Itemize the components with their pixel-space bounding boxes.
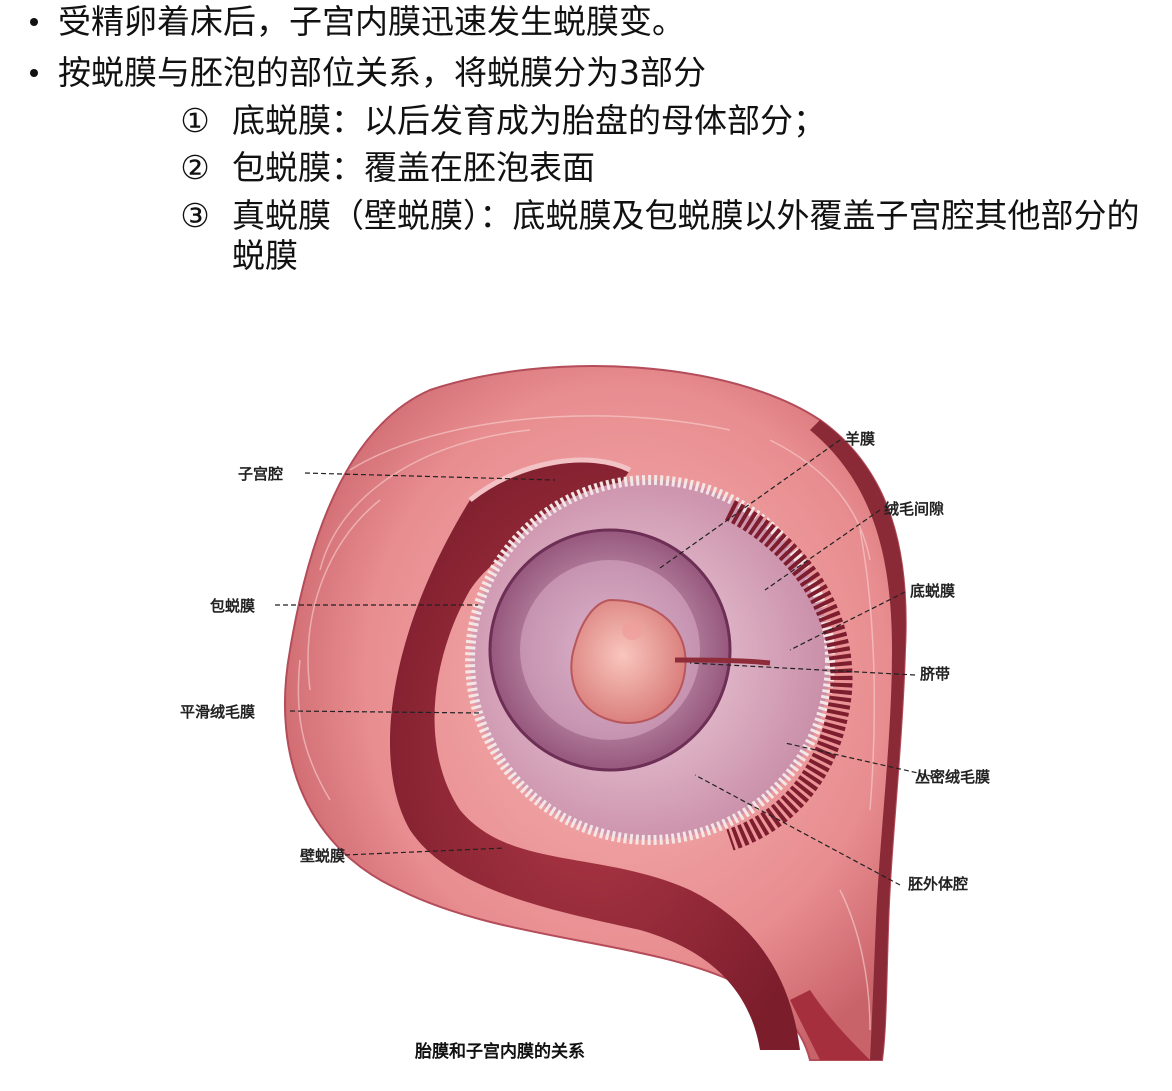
cervical-canal [790, 990, 870, 1060]
cavity-lining [468, 457, 632, 502]
circled-number: ① [180, 101, 210, 140]
leader-line [689, 662, 916, 676]
leader-line [344, 847, 506, 856]
bullet-text: 按蜕膜与胚泡的部位关系，将蜕膜分为3部分 [58, 53, 706, 92]
leader-line [789, 591, 906, 651]
bullet-dot [30, 18, 38, 26]
wall-rim [810, 420, 906, 1060]
embryo [570, 598, 687, 724]
label-extraembryonic-coelom: 胚外体腔 [908, 875, 968, 893]
bullet-dot [30, 69, 38, 77]
leader-line [784, 742, 941, 779]
bullet-text: 受精卵着床后，子宫内膜迅速发生蜕膜变。 [58, 2, 685, 41]
sub-item-text: 真蜕膜（壁蜕膜）：底蜕膜及包蜕膜以外覆盖子宫腔其他部分的蜕膜 [232, 196, 1140, 275]
figure-caption: 胎膜和子宫内膜的关系 [415, 1041, 585, 1062]
label-chorion-frondosum: 丛密绒毛膜 [915, 768, 990, 786]
circled-number: ③ [180, 196, 210, 235]
sub-item-text: 底蜕膜：以后发育成为胎盘的母体部分； [232, 101, 826, 140]
uterus-diagram: 子宫腔 包蜕膜 平滑绒毛膜 壁蜕膜 羊膜 绒毛间隙 底蜕膜 脐带 丛密绒毛膜 胚… [180, 365, 990, 1062]
leader-line [764, 509, 881, 591]
chorion-frondosum [724, 500, 853, 851]
umbilical-cord [674, 657, 771, 666]
label-intervillous-space: 绒毛间隙 [884, 500, 944, 518]
muscle-fibers [297, 415, 876, 1031]
label-uterine-cavity: 子宫腔 [238, 465, 283, 483]
circled-number: ② [180, 148, 210, 187]
label-decidua-parietalis: 壁蜕膜 [300, 847, 345, 865]
sub-item-text: 包蜕膜：覆盖在胚泡表面 [232, 148, 595, 187]
label-decidua-basalis: 底蜕膜 [910, 582, 955, 600]
label-umbilical-cord: 脐带 [920, 665, 950, 683]
label-chorion-laeve: 平滑绒毛膜 [180, 703, 255, 721]
leader-line [304, 472, 556, 481]
label-decidua-capsularis: 包蜕膜 [210, 597, 255, 615]
leader-line [659, 439, 841, 569]
uterine-cavity [390, 460, 800, 1050]
leader-line [694, 774, 901, 886]
label-amnion: 羊膜 [845, 430, 875, 448]
